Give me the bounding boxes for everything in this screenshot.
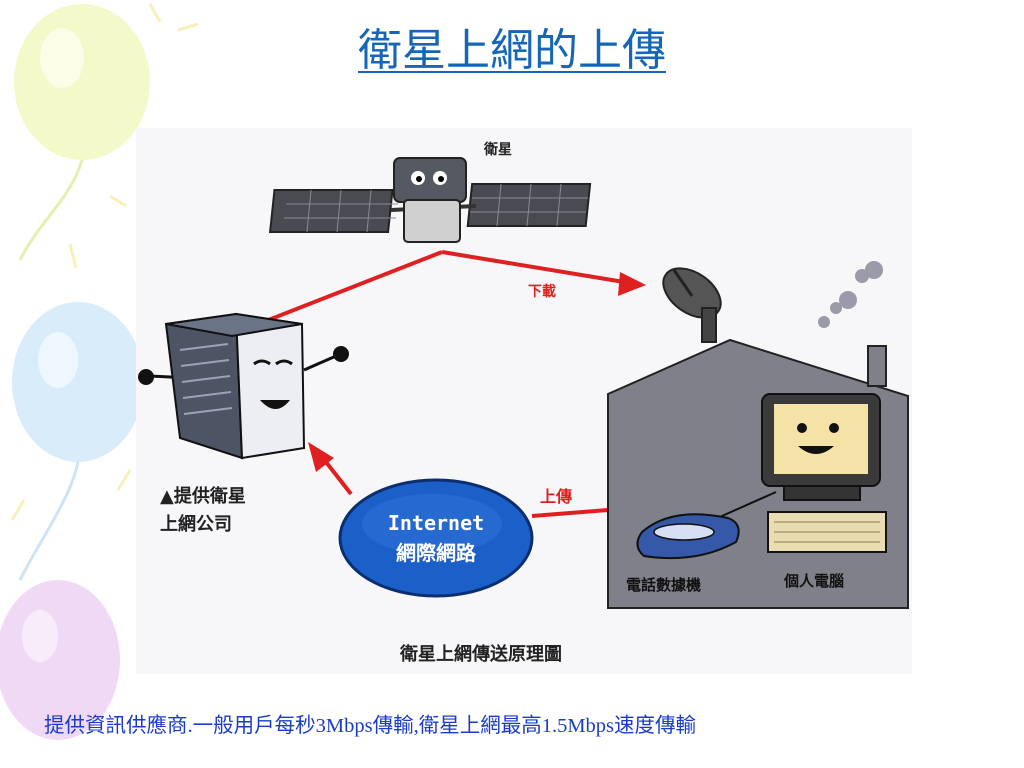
- sparkle-rays: [10, 3, 199, 521]
- satellite-dish-icon: [662, 267, 722, 343]
- computer-icon: [761, 393, 887, 553]
- satellite-label: 衛星: [483, 141, 512, 158]
- yellow-balloon: [14, 4, 150, 261]
- modem-icon: [636, 513, 740, 560]
- provider-label-line1: ▲提供衛星: [160, 485, 246, 507]
- blue-balloon: [12, 302, 144, 581]
- purple-balloon: [0, 580, 120, 740]
- dish-signal-dots: [818, 261, 883, 328]
- upload-label: 上傳: [540, 487, 572, 506]
- provider-server-icon: [138, 312, 349, 460]
- modem-label: 電話數據機: [626, 576, 701, 594]
- internet-cloud-icon: [338, 478, 534, 598]
- provider-label-line2: 上網公司: [160, 513, 232, 535]
- download-arrow: [247, 250, 646, 330]
- internet-label: Internet: [388, 511, 484, 535]
- figure-caption: 衛星上網傳送原理圖: [399, 643, 562, 665]
- internet-to-provider-arrow: [308, 442, 353, 496]
- download-label: 下載: [528, 283, 556, 300]
- left-solar-panel: [268, 189, 398, 233]
- pc-label: 個人電腦: [783, 572, 844, 590]
- upload-arrow: [531, 508, 609, 518]
- slide-title: 衛星上網的上傳: [358, 25, 666, 76]
- internet-label-zh: 網際網路: [396, 541, 477, 565]
- satellite-icon: [268, 157, 592, 243]
- satellite-diagram: 衛星 下載 ▲提供衛星 上網公司: [136, 128, 912, 674]
- slide-caption: 提供資訊供應商.一般用戶每秒3Mbps傳輸,衛星上網最高1.5Mbps速度傳輸: [44, 715, 697, 737]
- right-solar-panel: [466, 183, 592, 227]
